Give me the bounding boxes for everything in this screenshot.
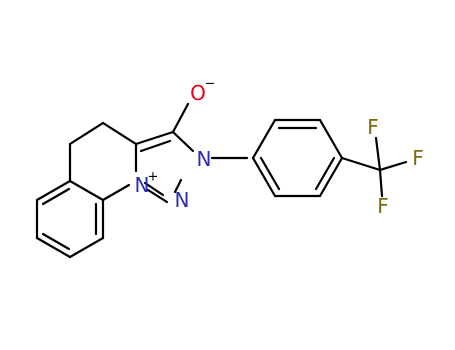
cf3-group (340, 136, 408, 198)
phenyl-ring (251, 118, 344, 198)
bond (378, 160, 408, 172)
bond (68, 121, 105, 146)
f-atom-top: F (367, 115, 379, 139)
f-atom-right: F (412, 146, 424, 170)
double-bond-inner (314, 156, 336, 191)
n-atom: N (135, 173, 150, 197)
o-atom: O (190, 81, 206, 105)
bond (35, 179, 72, 202)
negative-charge: − (205, 77, 216, 92)
bond (134, 130, 175, 146)
bond (251, 118, 277, 160)
bond (143, 181, 165, 197)
bond (171, 102, 190, 134)
bond (340, 156, 382, 172)
double-bond-inner (139, 139, 172, 153)
bond (251, 156, 277, 198)
bond (374, 136, 382, 172)
bond (318, 156, 344, 198)
f-atom-bottom: F (377, 194, 389, 218)
bond (171, 130, 195, 153)
n-atom-bottom: N (175, 188, 190, 212)
dihydro-ring (68, 121, 138, 202)
bond (318, 118, 344, 160)
atom-label-oxygen: O − (190, 77, 215, 106)
positive-charge: + (148, 170, 159, 185)
benzo-ring (35, 179, 105, 259)
n-atom-aryl: N (197, 147, 212, 171)
double-bond-inner (41, 232, 71, 251)
bond (173, 178, 183, 194)
double-bond (146, 188, 169, 204)
double-bond-inner (41, 187, 71, 206)
bond (101, 183, 131, 202)
bond (378, 168, 384, 198)
bond (68, 236, 105, 259)
double-bond-inner (259, 156, 281, 191)
atom-label-n-plus: N + (135, 170, 159, 198)
bond (101, 121, 138, 146)
bond (35, 236, 72, 259)
bond (68, 179, 105, 202)
triazole-ring (134, 102, 249, 204)
